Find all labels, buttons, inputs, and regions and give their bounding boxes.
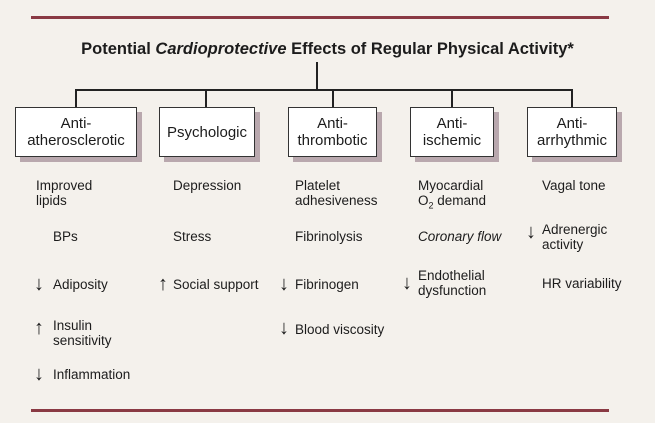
category-label: Psychologic <box>166 123 248 141</box>
effect-myocardial-o2-demand: Myocardial O2 demand <box>418 178 486 214</box>
branch-line-1 <box>75 89 77 107</box>
effect-insulin-sensitivity: Insulin sensitivity <box>53 318 112 348</box>
effect-improved-lipids: Improved lipids <box>36 178 93 208</box>
category-label: Anti- thrombotic <box>297 115 368 149</box>
down-arrow-icon: ↓ <box>34 273 44 295</box>
effect-hr-variability: HR variability <box>542 276 622 291</box>
effect-blood-viscosity: Blood viscosity <box>295 322 385 337</box>
down-arrow-icon: ↓ <box>279 317 289 339</box>
branch-line-2 <box>205 89 207 107</box>
effect-depression: Depression <box>173 178 242 193</box>
title-part-1: Potential <box>81 40 156 58</box>
top-rule <box>31 16 609 19</box>
category-label: Anti- ischemic <box>422 115 482 149</box>
effect-demand-label: demand <box>433 193 487 208</box>
effect-fibrinolysis: Fibrinolysis <box>295 229 363 244</box>
down-arrow-icon: ↓ <box>279 273 289 295</box>
effect-vagal-tone: Vagal tone <box>542 178 606 193</box>
title-part-2: Cardioprotective <box>155 40 287 58</box>
effect-social-support: Social support <box>173 277 259 292</box>
down-arrow-icon: ↓ <box>526 221 536 243</box>
effect-o2-symbol: O <box>418 193 429 208</box>
effect-o2-subscript: 2 <box>428 200 434 211</box>
category-box-antiischemic: Anti- ischemic <box>410 107 494 157</box>
branch-line-3 <box>332 89 334 107</box>
effect-myocardial-label: Myocardial <box>418 178 484 193</box>
horizontal-branch-line <box>75 89 573 91</box>
branch-line-5 <box>571 89 573 107</box>
effect-inflammation: Inflammation <box>53 367 131 382</box>
category-box-antithrombotic: Anti- thrombotic <box>288 107 377 157</box>
category-label: Anti- atherosclerotic <box>27 115 125 149</box>
effect-platelet-adhesiveness: Platelet adhesiveness <box>295 178 378 208</box>
category-label: Anti- arrhythmic <box>536 115 607 149</box>
title-part-3: Effects of Regular Physical Activity* <box>286 40 574 58</box>
effect-endothelial-dysfunction: Endothelial dysfunction <box>418 268 487 298</box>
effect-bps: BPs <box>53 229 78 244</box>
bottom-rule <box>31 409 609 412</box>
effect-adiposity: Adiposity <box>53 277 108 292</box>
effect-stress: Stress <box>173 229 212 244</box>
branch-line-4 <box>451 89 453 107</box>
up-arrow-icon: ↑ <box>158 273 168 295</box>
category-box-antiatherosclerotic: Anti- atherosclerotic <box>15 107 137 157</box>
category-box-antiarrhythmic: Anti- arrhythmic <box>527 107 617 157</box>
up-arrow-icon: ↑ <box>34 317 44 339</box>
category-box-psychologic: Psychologic <box>159 107 255 157</box>
diagram-title: Potential Cardioprotective Effects of Re… <box>0 40 655 59</box>
effect-fibrinogen: Fibrinogen <box>295 277 359 292</box>
title-stem-line <box>316 62 318 90</box>
down-arrow-icon: ↓ <box>402 272 412 294</box>
effect-coronary-flow: Coronary flow <box>418 229 502 244</box>
down-arrow-icon: ↓ <box>34 363 44 385</box>
effect-adrenergic-activity: Adrenergic activity <box>542 222 608 252</box>
